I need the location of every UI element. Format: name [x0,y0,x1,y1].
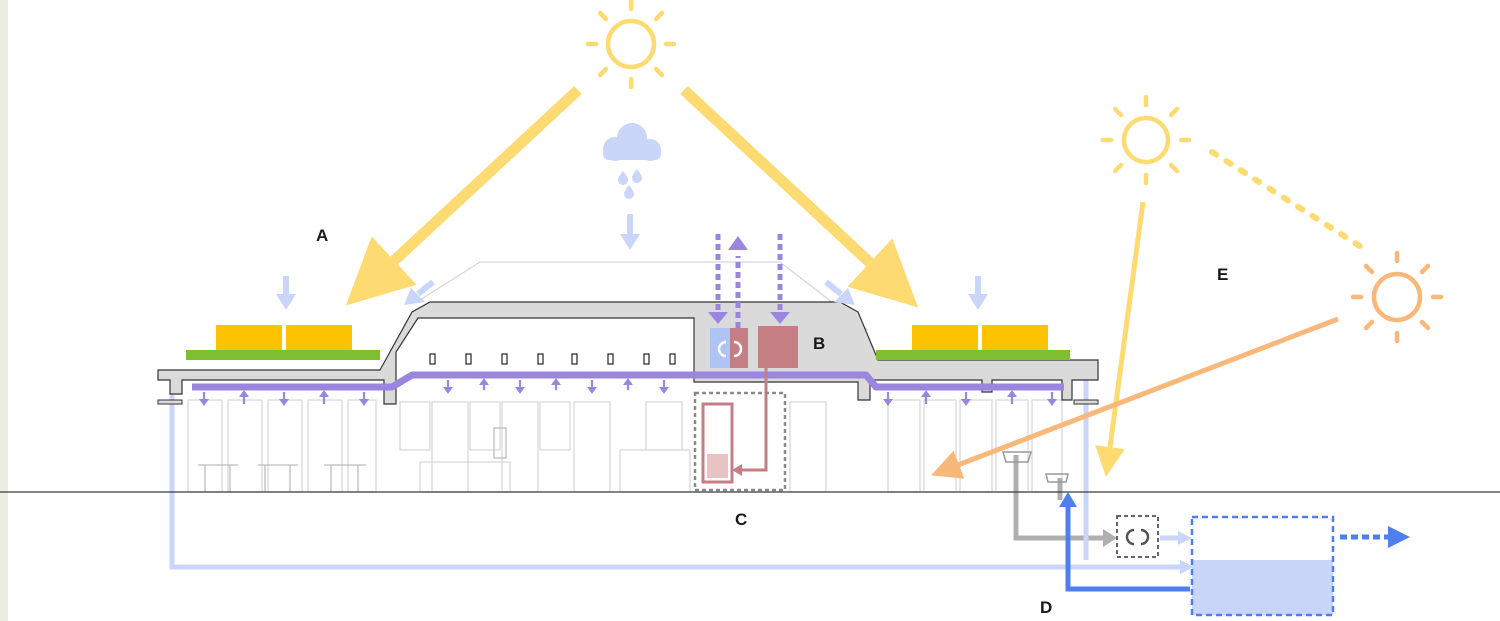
sink-icon [1045,473,1069,483]
sun-icon [1350,250,1444,344]
grey-water-arrow-icon [1103,529,1117,547]
recycle-icon [1125,528,1150,546]
label-e: E [1217,265,1228,284]
cloud-icon [603,123,661,161]
thermal-storage-enclosure [693,391,787,492]
thermal-storage-level [707,454,728,478]
solar-panel-icon [216,325,282,350]
rain-arrow-icon [1180,560,1194,574]
water-tank-fill [1192,560,1333,615]
sink-icon [1001,451,1033,463]
label-b: B [813,334,825,353]
label-d: D [1040,598,1052,617]
raindrop-icon [618,169,642,199]
solar-panel-icon [912,325,978,350]
heat-exchanger-unit [758,326,798,368]
heat-pipe-arrow-icon [732,464,742,476]
sun-icon [585,0,677,90]
water-supply-arrow-icon [1059,492,1077,507]
water-tank-icon [1190,515,1335,617]
recycle-icon [717,340,743,358]
air-exhaust-arrow-icon [728,236,748,250]
rain-arrow-icon [1178,531,1192,545]
air-intake-arrow-icon [708,312,728,324]
rainwater-collection [169,380,1188,570]
sun-ray-left [345,85,582,306]
air-intake-dotted [715,234,783,328]
ventilation-duct [192,371,1064,391]
cafe-furniture [198,427,507,492]
green-roof-right [876,350,1070,360]
sun-path-dotted [1209,149,1369,253]
water-treatment-unit [1116,515,1159,558]
label-a: A [316,226,328,245]
heat-recovery-exhaust-unit [730,328,748,368]
sun-ray-winter [1095,201,1146,477]
heat-pipe [738,368,768,472]
sun-icon [1100,94,1192,186]
sun-ray-low [930,316,1339,479]
grey-water-pipes [1013,455,1105,541]
water-supply-pipe [1065,504,1190,592]
solar-panel-icon [286,325,352,350]
green-roof-left [186,350,380,360]
ventilation-arrowheads [199,378,1057,406]
solar-panel-icon [982,325,1048,350]
sun-ray-right [680,85,919,308]
label-c: C [735,510,747,529]
page-edge-strip [0,0,8,621]
water-overflow-arrow-icon [1388,526,1410,548]
air-intake-arrow-icon [770,312,790,324]
